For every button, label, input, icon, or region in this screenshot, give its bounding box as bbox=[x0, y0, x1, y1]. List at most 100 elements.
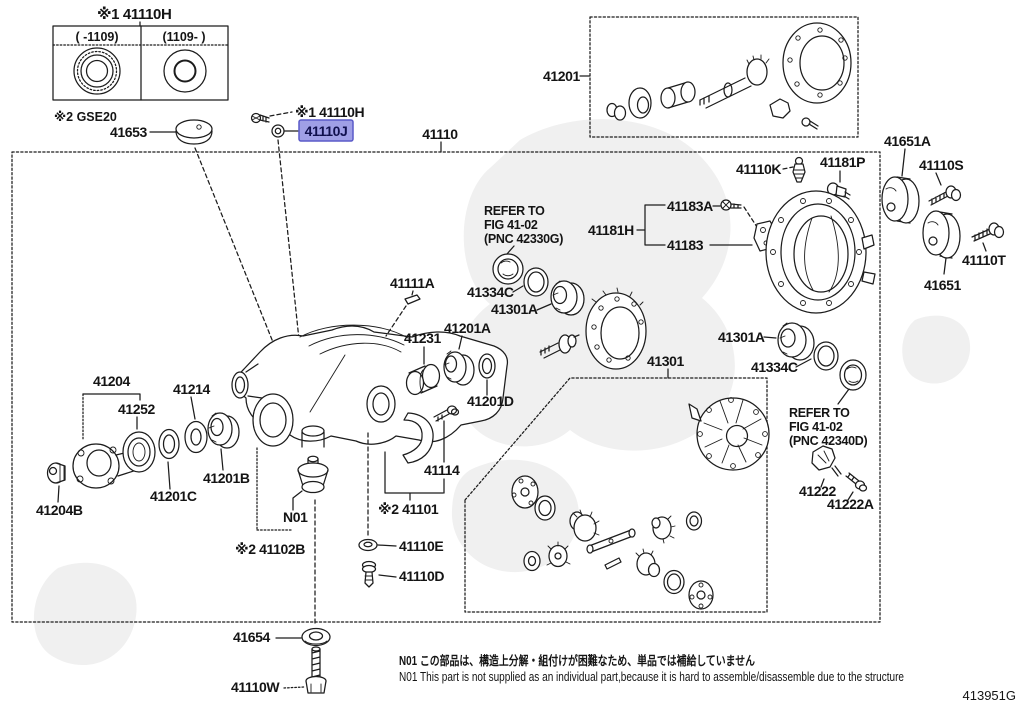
bolt-41110S-drawing bbox=[928, 185, 962, 206]
label-41101[interactable]: ※2 41101 bbox=[378, 501, 439, 517]
gasket-41110E-drawing bbox=[358, 538, 378, 552]
refer1-line1: REFER TO bbox=[484, 204, 545, 218]
diff-case-drawing bbox=[688, 397, 770, 471]
label-41183[interactable]: 41183 bbox=[667, 237, 704, 253]
label-41204[interactable]: 41204 bbox=[93, 373, 131, 389]
subassembly-box-41201: 41201 bbox=[543, 16, 859, 138]
variant-col1-header: ( -1109) bbox=[75, 30, 118, 44]
pin-41111A-drawing bbox=[404, 294, 421, 305]
label-41201C[interactable]: 41201C bbox=[150, 488, 197, 504]
bearing-41301A-right-drawing bbox=[777, 322, 815, 361]
left-seal-cluster: REFER TO FIG 41-02 (PNC 42330G) 41334C 4… bbox=[467, 204, 647, 370]
label-41301A-left[interactable]: 41301A bbox=[491, 301, 538, 317]
right-seal-cluster: 41301A 41334C REFER TO FIG 41-02 (PNC 42… bbox=[718, 322, 874, 512]
variant-col2-header: (1109- ) bbox=[162, 30, 205, 44]
label-41334C-left[interactable]: 41334C bbox=[467, 284, 514, 300]
flange-group: 41204 41252 41214 bbox=[36, 373, 250, 518]
label-gse20: ※2 GSE20 bbox=[54, 110, 117, 124]
label-41204B[interactable]: 41204B bbox=[36, 502, 83, 518]
footnotes: N01 この部品は、構造上分解・組付けが困難なため、単品では補給していません N… bbox=[399, 653, 1016, 703]
label-41654[interactable]: 41654 bbox=[233, 629, 271, 645]
label-41214[interactable]: 41214 bbox=[173, 381, 211, 397]
main-assembly-box bbox=[11, 151, 881, 623]
carrier-cover-drawing bbox=[765, 190, 876, 314]
label-41110E[interactable]: 41110E bbox=[399, 538, 444, 554]
label-41252[interactable]: 41252 bbox=[118, 401, 156, 417]
label-41110D[interactable]: 41110D bbox=[399, 568, 445, 584]
bearing-41201A-drawing bbox=[443, 350, 475, 386]
dust-deflector-41252-drawing bbox=[122, 431, 156, 473]
refer1-line2: FIG 41-02 bbox=[484, 218, 538, 232]
plug-41110K-drawing bbox=[792, 156, 806, 183]
label-41301A-right[interactable]: 41301A bbox=[718, 329, 765, 345]
sensor-41181P-drawing bbox=[826, 182, 851, 200]
label-41110S[interactable]: 41110S bbox=[919, 157, 964, 173]
label-N01[interactable]: N01 bbox=[283, 509, 308, 525]
label-41110J[interactable]: 41110J bbox=[305, 123, 348, 139]
label-41110[interactable]: 41110 bbox=[422, 126, 458, 142]
ring-gear-drawing bbox=[585, 287, 647, 370]
subassembly-box-41301: 41301 bbox=[464, 353, 770, 613]
label-41110H-top[interactable]: ※1 41110H bbox=[97, 5, 172, 23]
label-41651A[interactable]: 41651A bbox=[884, 133, 931, 149]
retainer-41654-drawing bbox=[301, 627, 331, 647]
label-41114[interactable]: 41114 bbox=[424, 462, 460, 478]
label-41201B[interactable]: 41201B bbox=[203, 470, 250, 486]
label-41201A[interactable]: 41201A bbox=[444, 320, 491, 336]
bearing-cap-41114-drawing bbox=[402, 405, 460, 464]
mount-cushion-N01-drawing bbox=[297, 455, 329, 494]
refer2-line1: REFER TO bbox=[789, 406, 850, 420]
ring-41334C-right-drawing bbox=[813, 341, 839, 371]
bearing-41201B-drawing bbox=[207, 412, 240, 449]
label-41102B[interactable]: ※2 41102B bbox=[235, 541, 306, 557]
label-41334C-right[interactable]: 41334C bbox=[751, 359, 798, 375]
housing-parts: 41111A 41231 41201A 41201D bbox=[235, 275, 514, 557]
oil-seal-42330G-drawing bbox=[492, 253, 524, 285]
bolt-41222A-drawing bbox=[845, 472, 868, 492]
nut-41204B-drawing bbox=[46, 462, 66, 484]
seal-41201C-drawing bbox=[158, 428, 180, 460]
label-41231[interactable]: 41231 bbox=[404, 330, 442, 346]
label-41222A[interactable]: 41222A bbox=[827, 496, 874, 512]
selected-part-highlight[interactable] bbox=[298, 119, 354, 142]
bottom-stud-parts: 41654 41110W bbox=[231, 499, 331, 695]
bracket-41222-drawing bbox=[811, 445, 842, 477]
right-column-parts: 41651A 41110S 41651 bbox=[881, 133, 1007, 293]
label-41183A[interactable]: 41183A bbox=[667, 198, 714, 214]
footnote-japanese: N01 この部品は、構造上分解・組付けが困難なため、単品では補給していません bbox=[399, 653, 755, 668]
diff-internal-parts-drawing bbox=[511, 475, 714, 610]
refer-note-1: REFER TO FIG 41-02 (PNC 42330G) bbox=[484, 204, 564, 246]
bolt-41183A-drawing bbox=[720, 199, 742, 211]
label-41222[interactable]: 41222 bbox=[799, 483, 837, 499]
label-41181H[interactable]: 41181H bbox=[588, 222, 635, 238]
label-41110T[interactable]: 41110T bbox=[962, 252, 1007, 268]
plug-parts: 41110E 41110D bbox=[358, 432, 445, 588]
label-41110W[interactable]: 41110W bbox=[231, 679, 281, 695]
washer-41201D-drawing bbox=[478, 353, 496, 379]
ring-41334C-left-drawing bbox=[523, 267, 549, 297]
label-41201D[interactable]: 41201D bbox=[467, 393, 514, 409]
label-41110K[interactable]: 41110K bbox=[736, 161, 782, 177]
label-41651[interactable]: 41651 bbox=[924, 277, 962, 293]
carrier-housing-drawing bbox=[231, 324, 509, 448]
label-41301[interactable]: 41301 bbox=[647, 353, 685, 369]
refer1-line3: (PNC 42330G) bbox=[484, 232, 563, 246]
label-41201[interactable]: 41201 bbox=[543, 68, 581, 84]
spacer-41231-drawing bbox=[405, 363, 441, 396]
rear-cover-cluster: 41110K 41181P 41183A 41181H 41183 bbox=[588, 154, 876, 314]
label-41181P[interactable]: 41181P bbox=[820, 154, 866, 170]
washer-41214-drawing bbox=[184, 420, 208, 454]
cushion-41651A-drawing bbox=[881, 176, 920, 224]
footnote-english: N01 This part is not supplied as an indi… bbox=[399, 670, 904, 684]
label-41110H-mid[interactable]: ※1 41110H bbox=[295, 104, 365, 120]
label-41111A[interactable]: 41111A bbox=[390, 275, 435, 291]
oil-seal-42340D-drawing bbox=[839, 359, 867, 391]
bearing-variant-early-drawing bbox=[73, 47, 121, 95]
bearing-variant-late-drawing bbox=[163, 49, 207, 93]
label-41653[interactable]: 41653 bbox=[110, 124, 148, 140]
refer2-line2: FIG 41-02 bbox=[789, 420, 843, 434]
bolt-41110W-drawing bbox=[305, 646, 327, 694]
washer-41110J-drawing bbox=[271, 124, 285, 138]
